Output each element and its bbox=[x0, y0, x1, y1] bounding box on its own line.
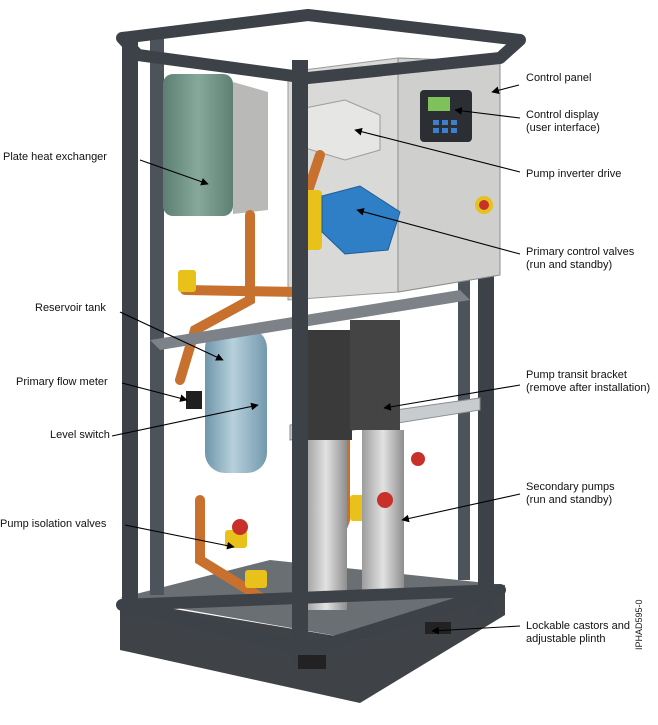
control-display-screen bbox=[428, 97, 450, 111]
valve-handwheel-1 bbox=[377, 492, 393, 508]
leader-plate-heat-exchanger bbox=[139, 159, 209, 186]
label-plate-heat-exchanger-text: Plate heat exchanger bbox=[3, 151, 107, 163]
frame-post-front-left bbox=[122, 40, 138, 615]
primary-flow-meter bbox=[186, 391, 202, 409]
leader-reservoir-tank bbox=[119, 311, 224, 361]
castor-right bbox=[425, 622, 451, 634]
label-control-panel: Control panel bbox=[526, 72, 591, 85]
heat-exchanger-mount bbox=[233, 82, 268, 214]
control-display-buttons bbox=[433, 120, 457, 133]
figure-id: IPHAD595-0 bbox=[634, 599, 644, 650]
frame-post-right bbox=[478, 275, 494, 615]
label-pump-transit-bracket: Pump transit bracket (remove after insta… bbox=[526, 369, 650, 395]
valve-handwheel-3 bbox=[232, 519, 248, 535]
label-control-display-line1: Control display bbox=[526, 109, 599, 121]
castor-front bbox=[298, 655, 326, 669]
label-lockable-castors-line2: adjustable plinth bbox=[526, 633, 606, 645]
label-control-panel-text: Control panel bbox=[526, 72, 592, 84]
frame-rail-mid bbox=[150, 290, 470, 350]
leader-pump-inverter-drive bbox=[354, 127, 521, 173]
leader-pump-transit-bracket bbox=[383, 384, 521, 411]
frame-bottom bbox=[116, 584, 506, 656]
reservoir-tank bbox=[205, 328, 267, 473]
label-lockable-castors: Lockable castors and adjustable plinth bbox=[526, 620, 630, 646]
leader-secondary-pumps bbox=[401, 493, 521, 523]
secondary-pump-motor-2 bbox=[350, 320, 400, 430]
label-lockable-castors-line1: Lockable castors and bbox=[526, 620, 630, 632]
label-secondary-pumps-line1: Secondary pumps bbox=[526, 481, 615, 493]
label-pump-transit-bracket-line2: (remove after installation) bbox=[526, 382, 651, 394]
label-control-display-line2: (user interface) bbox=[526, 122, 600, 134]
primary-control-valves bbox=[321, 185, 401, 255]
leader-primary-flow-meter bbox=[121, 382, 188, 402]
valve-handwheel-2 bbox=[411, 452, 425, 466]
leader-pump-isolation-valves bbox=[124, 524, 235, 550]
label-pump-isolation-valves: Pump isolation valves bbox=[0, 518, 106, 531]
label-plate-heat-exchanger: Plate heat exchanger bbox=[3, 151, 107, 164]
frame-top bbox=[116, 9, 526, 84]
label-primary-flow-meter: Primary flow meter bbox=[16, 376, 108, 389]
emergency-stop bbox=[475, 196, 493, 214]
label-reservoir-tank-text: Reservoir tank bbox=[35, 302, 106, 314]
label-primary-control-valves-line2: (run and standby) bbox=[526, 259, 613, 271]
leader-level-switch bbox=[111, 402, 259, 437]
label-level-switch: Level switch bbox=[50, 429, 110, 442]
label-pump-isolation-valves-text: Pump isolation valves bbox=[0, 518, 107, 530]
label-primary-control-valves-line1: Primary control valves bbox=[526, 246, 635, 258]
frame-post-back-left bbox=[150, 35, 164, 595]
secondary-pump-body-2 bbox=[362, 430, 404, 595]
label-secondary-pumps: Secondary pumps (run and standby) bbox=[526, 481, 615, 507]
leader-lockable-castors bbox=[431, 625, 521, 635]
label-reservoir-tank: Reservoir tank bbox=[35, 302, 106, 315]
leader-control-display bbox=[454, 107, 521, 119]
label-control-display: Control display (user interface) bbox=[526, 109, 600, 135]
label-pump-inverter-drive: Pump inverter drive bbox=[526, 168, 621, 181]
label-primary-control-valves: Primary control valves (run and standby) bbox=[526, 246, 634, 272]
secondary-pump-motor-1 bbox=[300, 330, 352, 440]
label-secondary-pumps-line2: (run and standby) bbox=[526, 494, 613, 506]
unit-illustration bbox=[116, 9, 526, 703]
frame-post-front-center bbox=[292, 60, 308, 665]
leader-control-panel bbox=[491, 84, 520, 94]
label-level-switch-text: Level switch bbox=[50, 429, 110, 441]
label-primary-flow-meter-text: Primary flow meter bbox=[16, 376, 108, 388]
label-pump-transit-bracket-line1: Pump transit bracket bbox=[526, 369, 627, 381]
leader-primary-control-valves bbox=[356, 208, 521, 255]
secondary-pump-body-1 bbox=[305, 440, 347, 610]
leader-lines bbox=[111, 84, 521, 635]
plate-heat-exchanger bbox=[163, 74, 233, 216]
label-pump-inverter-drive-text: Pump inverter drive bbox=[526, 168, 622, 180]
